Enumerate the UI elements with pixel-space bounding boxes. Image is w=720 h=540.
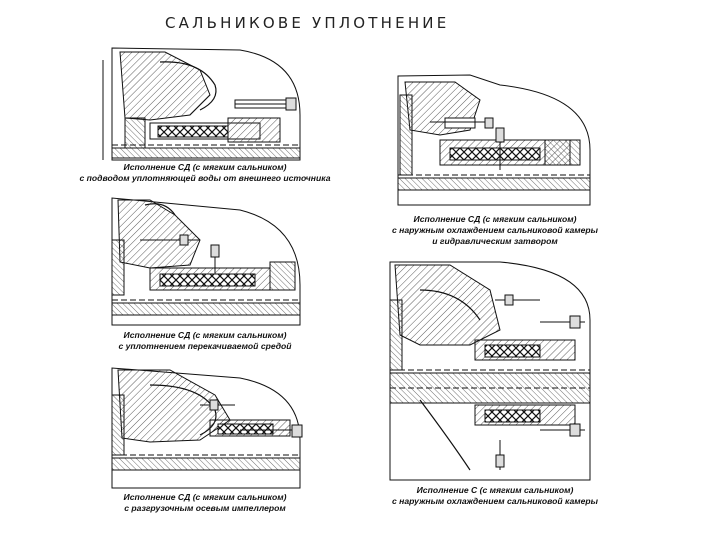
caption-line: с подводом уплотняющей воды от внешнего … — [79, 173, 331, 183]
caption-line: с разгрузочным осевым импеллером — [124, 503, 286, 513]
drawing-1 — [102, 47, 301, 161]
drawing-4 — [111, 367, 303, 489]
caption-line: Исполнение СД (с мягким сальником) — [123, 330, 287, 340]
caption-line: Исполнение СД (с мягким сальником) — [413, 214, 577, 224]
page-title: САЛЬНИКОВЕ УПЛОТНЕНИЕ — [165, 14, 450, 32]
caption-line: с наружным охлаждением сальниковой камер… — [392, 496, 598, 506]
caption-5: Исполнение С (с мягким сальником) с нару… — [375, 485, 615, 507]
caption-3: Исполнение СД (с мягким сальником) с упл… — [95, 330, 315, 352]
caption-line: Исполнение СД (с мягким сальником) — [123, 492, 287, 502]
caption-line: с наружным охлаждением сальниковой камер… — [392, 225, 598, 235]
caption-2: Исполнение СД (с мягким сальником) с нар… — [385, 214, 605, 247]
caption-line: с уплотнением перекачиваемой средой — [118, 341, 292, 351]
caption-4: Исполнение СД (с мягким сальником) с раз… — [95, 492, 315, 514]
drawing-5 — [389, 261, 591, 481]
caption-line: Исполнение СД (с мягким сальником) — [123, 162, 287, 172]
drawing-2 — [397, 74, 591, 206]
caption-1: Исполнение СД (с мягким сальником) с под… — [70, 162, 340, 184]
drawing-3 — [111, 197, 301, 326]
caption-line: Исполнение С (с мягким сальником) — [416, 485, 574, 495]
caption-line: и гидравлическим затвором — [432, 236, 558, 246]
